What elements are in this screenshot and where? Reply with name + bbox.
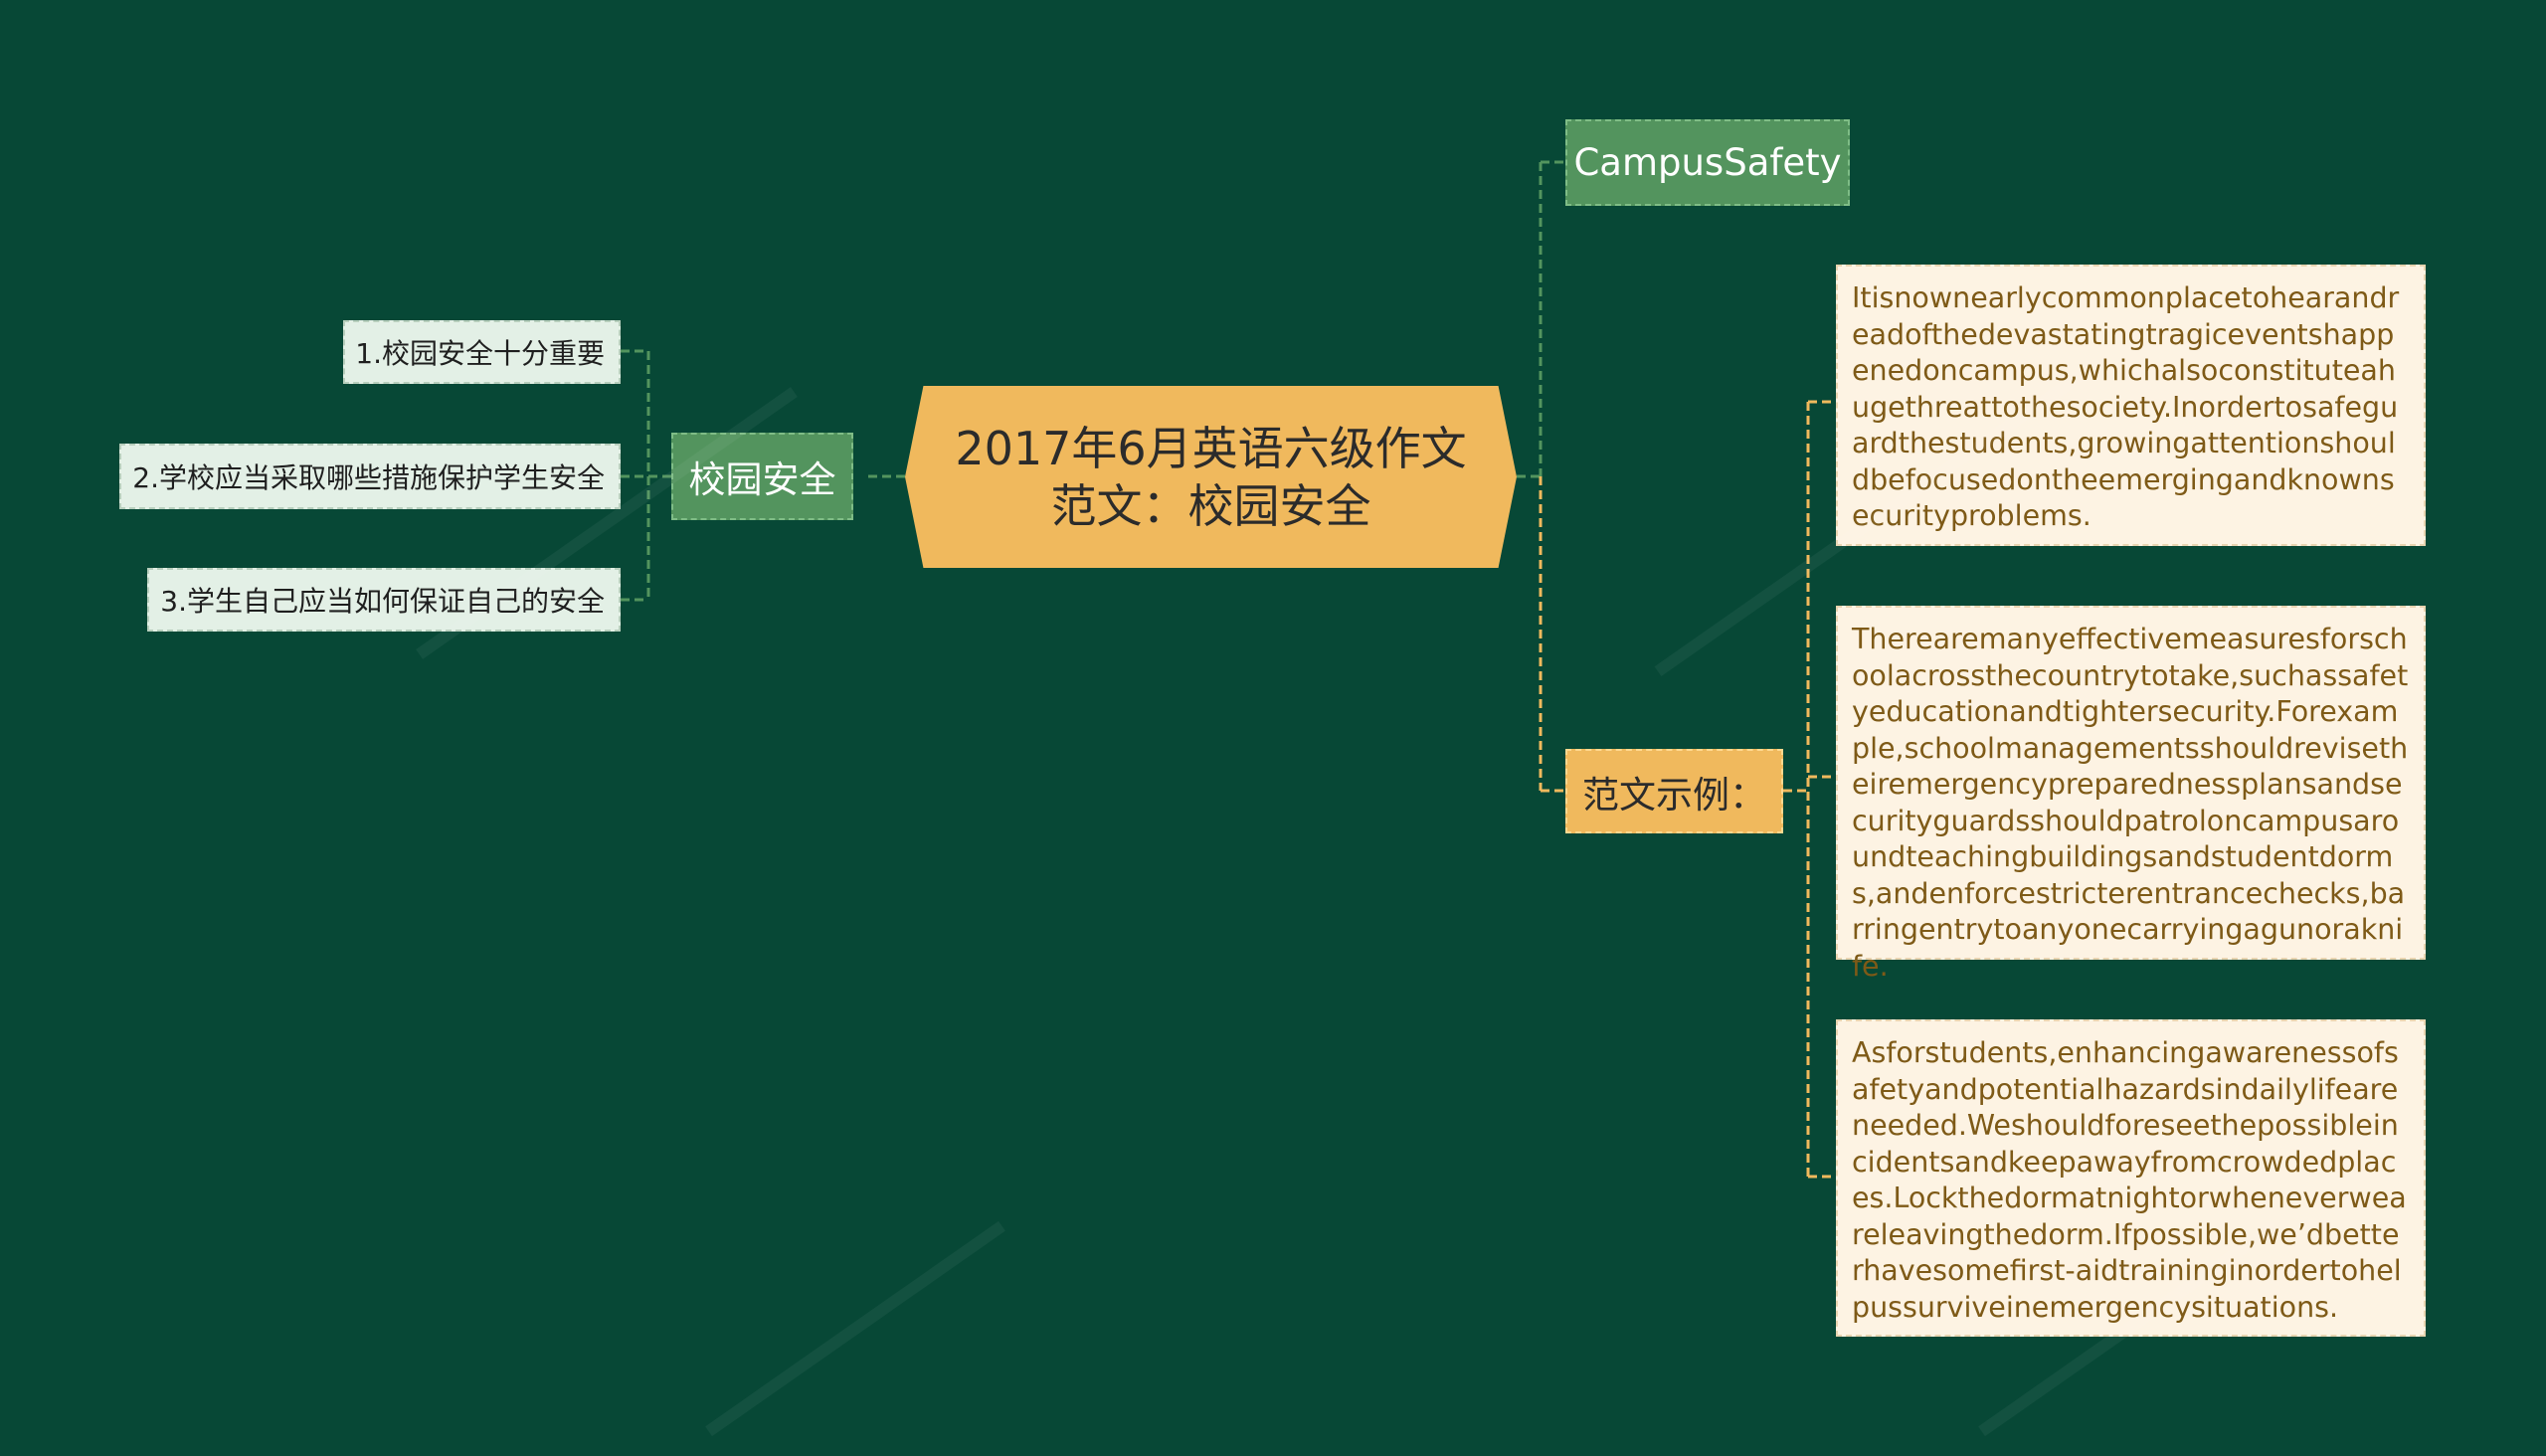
sample-essay-label: 范文示例： — [1582, 773, 1766, 817]
left-leaf-2[interactable]: 2.学校应当采取哪些措施保护学生安全 — [119, 444, 621, 509]
central-topic[interactable]: 2017年6月英语六级作文范文：校园安全 — [905, 386, 1517, 568]
left-leaf-3[interactable]: 3.学生自己应当如何保证自己的安全 — [147, 568, 621, 632]
left-leaf-1-label: 1.校园安全十分重要 — [355, 337, 605, 370]
sample-paragraph-1[interactable]: Itisnownearlycommonplacetohearandreadoft… — [1836, 265, 2426, 546]
left-leaf-1[interactable]: 1.校园安全十分重要 — [343, 320, 621, 384]
campus-safety-label: CampusSafety — [1573, 141, 1842, 184]
sample-paragraph-2[interactable]: Therearemanyeffectivemeasuresforschoolac… — [1836, 606, 2426, 983]
left-branch-label: 校园安全 — [688, 458, 836, 501]
central-topic-label: 2017年6月英语六级作文范文：校园安全 — [955, 421, 1467, 533]
sample-paragraph-1-text: Itisnownearlycommonplacetohearandreadoft… — [1852, 281, 2400, 532]
sample-paragraph-2-text: Therearemanyeffectivemeasuresforschoolac… — [1852, 623, 2409, 983]
left-branch-node[interactable]: 校园安全 — [671, 433, 853, 520]
left-leaf-3-label: 3.学生自己应当如何保证自己的安全 — [160, 585, 605, 618]
left-leaf-2-label: 2.学校应当采取哪些措施保护学生安全 — [132, 461, 605, 494]
sample-essay-node[interactable]: 范文示例： — [1565, 749, 1783, 833]
campus-safety-node[interactable]: CampusSafety — [1565, 119, 1850, 206]
sample-paragraph-3[interactable]: Asforstudents,enhancingawarenessofsafety… — [1836, 1019, 2426, 1337]
sample-paragraph-3-text: Asforstudents,enhancingawarenessofsafety… — [1852, 1036, 2407, 1324]
